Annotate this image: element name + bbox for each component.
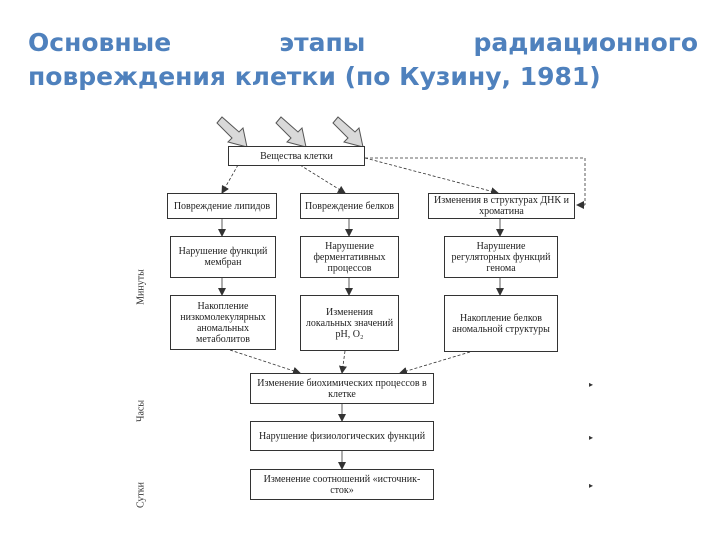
radiation-arrow-icon	[275, 116, 307, 148]
node-protein-damage: Повреждение белков	[300, 193, 399, 219]
node-dna-change: Изменения в структурах ДНК и хроматина	[428, 193, 575, 219]
edge-substances-lipid	[221, 164, 239, 194]
node-genome-disruption: Нарушение регуляторных функций генома	[444, 236, 558, 278]
side-arrow-icon: ▸	[589, 481, 594, 490]
node-protein-accumulation: Накопление белков аномальной структуры	[444, 295, 558, 352]
side-arrow-icon: ▸	[589, 380, 594, 389]
radiation-arrow-icon	[216, 116, 248, 148]
edge-substances-dna	[364, 157, 499, 196]
side-arrow-icon: ▸	[589, 433, 594, 442]
node-ph-change: Изменения локальных значений pH, O₂	[300, 295, 399, 351]
edge-substances-protein	[299, 164, 346, 194]
node-physio-disruption: Нарушение физиологических функций	[250, 421, 434, 451]
radiation-arrow-icon	[332, 116, 364, 148]
edge-metabolite-biochem	[229, 349, 301, 375]
node-metabolite-accumulation: Накопление низкомолекулярных аномальных …	[170, 295, 276, 350]
edge-ph-biochem	[338, 350, 347, 374]
node-membrane-disruption: Нарушение функций мембран	[170, 236, 276, 278]
node-source-sink: Изменение соотношений «источник-сток»	[250, 469, 434, 500]
slide-title: Основные этапы радиационного повреждения…	[28, 28, 698, 91]
node-biochem-change: Изменение биохимических процессов в клет…	[250, 373, 434, 404]
node-enzyme-disruption: Нарушение ферментативных процессов	[300, 236, 399, 278]
node-substances: Вещества клетки	[228, 146, 365, 166]
node-lipid-damage: Повреждение липидов	[167, 193, 277, 219]
edge-protein-acc-biochem	[399, 351, 471, 375]
edge-feedback-right	[365, 157, 586, 205]
